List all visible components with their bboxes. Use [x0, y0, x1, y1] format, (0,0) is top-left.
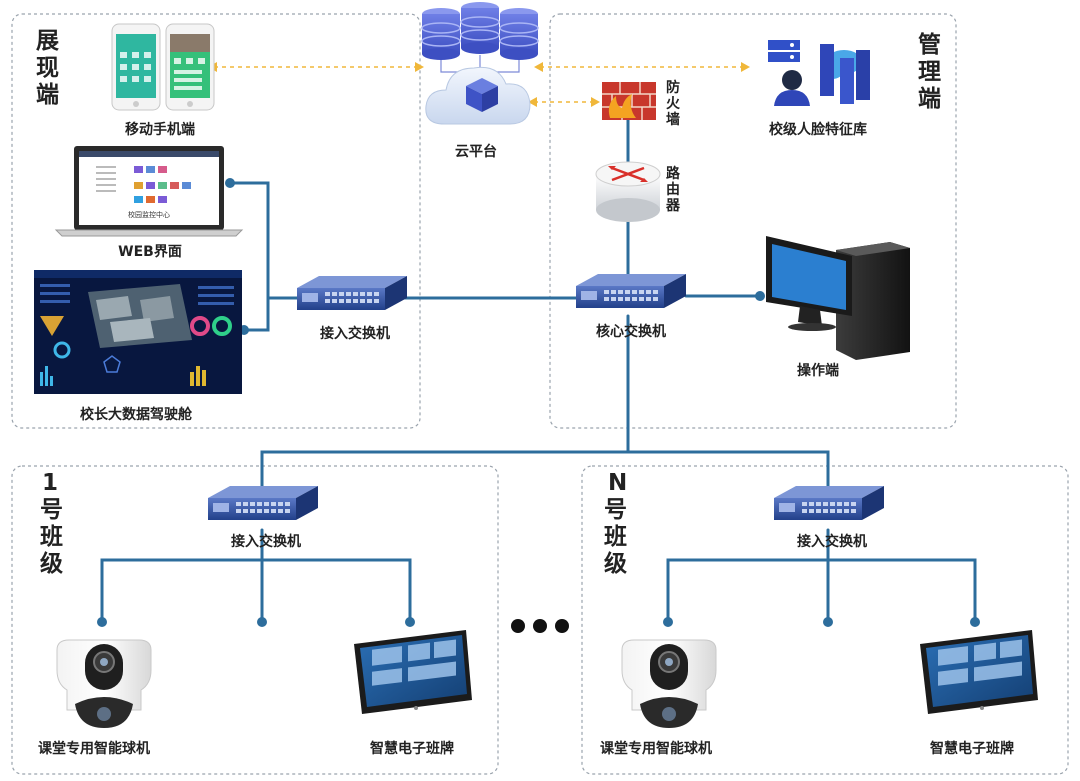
electronic-class-board-icon	[920, 630, 1038, 714]
classN-board-label: 智慧电子班牌	[929, 740, 1014, 757]
core-switch: 核心交换机	[576, 274, 686, 340]
classN-camera-label: 课堂专用智能球机	[600, 740, 712, 757]
database-stack-icon	[421, 2, 539, 80]
zone-label-display-line3: 端	[36, 82, 59, 108]
zone-class-1	[11, 465, 499, 775]
router-label-line3: 器	[665, 198, 681, 214]
zone-management	[549, 13, 957, 429]
firewall-label-line2: 火	[666, 96, 681, 112]
zone-label-classN-line1: N	[608, 470, 627, 496]
zone-label-management: 管 理 端	[918, 31, 949, 112]
core-switch-label: 核心交换机	[596, 323, 666, 340]
face-database-icon	[768, 40, 870, 106]
dashboard-icon	[34, 270, 242, 394]
wire-core-to-classes	[260, 450, 830, 494]
laptop-web: 校园监控中心 WEB界面	[54, 146, 244, 260]
laptop-icon	[54, 146, 244, 237]
switch-icon	[297, 276, 407, 310]
class-1-equipment: 接入交换机 课堂专用智能球机 智慧电子班牌	[38, 486, 472, 757]
wire-web-to-switch	[228, 181, 302, 300]
router: 路 由 器	[595, 161, 685, 222]
class-n-equipment: 接入交换机 课堂专用智能球机 智慧电子班牌	[600, 486, 1038, 757]
firewall-label: 防 火 墙	[666, 79, 685, 128]
firewall-label-line3: 墙	[666, 111, 680, 128]
cockpit-dashboard: 校长大数据驾驶舱	[34, 270, 242, 423]
router-icon	[595, 161, 661, 222]
wiring	[100, 118, 977, 624]
desktop-pc-icon	[766, 236, 910, 360]
dome-camera-icon	[621, 639, 717, 729]
web-screen-title: 校园监控中心	[128, 210, 170, 219]
firewall: 防 火 墙	[602, 79, 685, 128]
cloud-label: 云平台	[455, 143, 497, 160]
wire-cockpit-to-switch	[242, 296, 270, 332]
wire-class1-branch	[100, 558, 412, 624]
firewall-icon	[602, 82, 656, 120]
access-switch: 接入交换机	[297, 276, 407, 342]
more-classes-ellipsis	[511, 619, 569, 633]
zone-label-class1-line1: 1	[42, 470, 58, 496]
electronic-class-board-icon	[354, 630, 472, 714]
zone-label-management-line3: 端	[918, 86, 941, 112]
zone-label-display-line1: 展	[36, 28, 59, 54]
zone-label-class-1: 1 号 班 级	[40, 470, 71, 577]
cockpit-label: 校长大数据驾驶舱	[80, 406, 193, 423]
zone-label-class1-line4: 级	[40, 550, 63, 577]
cloud-platform: 云平台	[421, 2, 539, 160]
mobile-label: 移动手机端	[125, 121, 195, 138]
switch-icon	[576, 274, 686, 308]
web-label: WEB界面	[118, 244, 182, 260]
operator-pc: 操作端	[766, 236, 910, 379]
class1-camera-label: 课堂专用智能球机	[38, 740, 150, 757]
face-database: 校级人脸特征库	[768, 40, 870, 138]
switch-icon	[208, 486, 318, 520]
phone-icon	[111, 23, 161, 111]
zone-label-classN-line4: 级	[604, 550, 627, 577]
cloud-links	[208, 62, 750, 107]
zone-label-management-line2: 理	[918, 59, 941, 85]
zone-label-classN-line3: 班	[604, 524, 627, 550]
cloud-icon	[425, 66, 531, 125]
dome-camera-icon	[56, 639, 152, 729]
switch-icon	[774, 486, 884, 520]
router-label-line2: 由	[666, 181, 680, 198]
router-label-line1: 路	[666, 165, 681, 182]
zone-display	[11, 13, 421, 429]
operator-label: 操作端	[797, 362, 839, 379]
wire-classN-branch	[666, 558, 977, 624]
mobile-phones: 移动手机端	[111, 23, 215, 138]
wire-dots	[97, 178, 980, 627]
zone-label-display-line2: 现	[36, 55, 59, 81]
zone-label-management-line1: 管	[918, 31, 941, 58]
class1-switch-label: 接入交换机	[231, 533, 301, 550]
access-switch-label: 接入交换机	[320, 325, 390, 342]
zone-label-display: 展 现 端	[36, 28, 67, 108]
classN-switch-label: 接入交换机	[797, 533, 867, 550]
zone-class-n	[581, 465, 1069, 775]
zone-label-classN-line2: 号	[604, 497, 627, 523]
zone-label-class-n: N 号 班 级	[604, 470, 635, 577]
face-db-label: 校级人脸特征库	[769, 121, 867, 138]
router-label: 路 由 器	[665, 165, 685, 214]
zone-label-class1-line3: 班	[40, 524, 63, 550]
class1-board-label: 智慧电子班牌	[369, 740, 454, 757]
zone-label-class1-line2: 号	[40, 497, 63, 523]
phone-icon	[165, 23, 215, 111]
firewall-label-line1: 防	[666, 79, 680, 96]
